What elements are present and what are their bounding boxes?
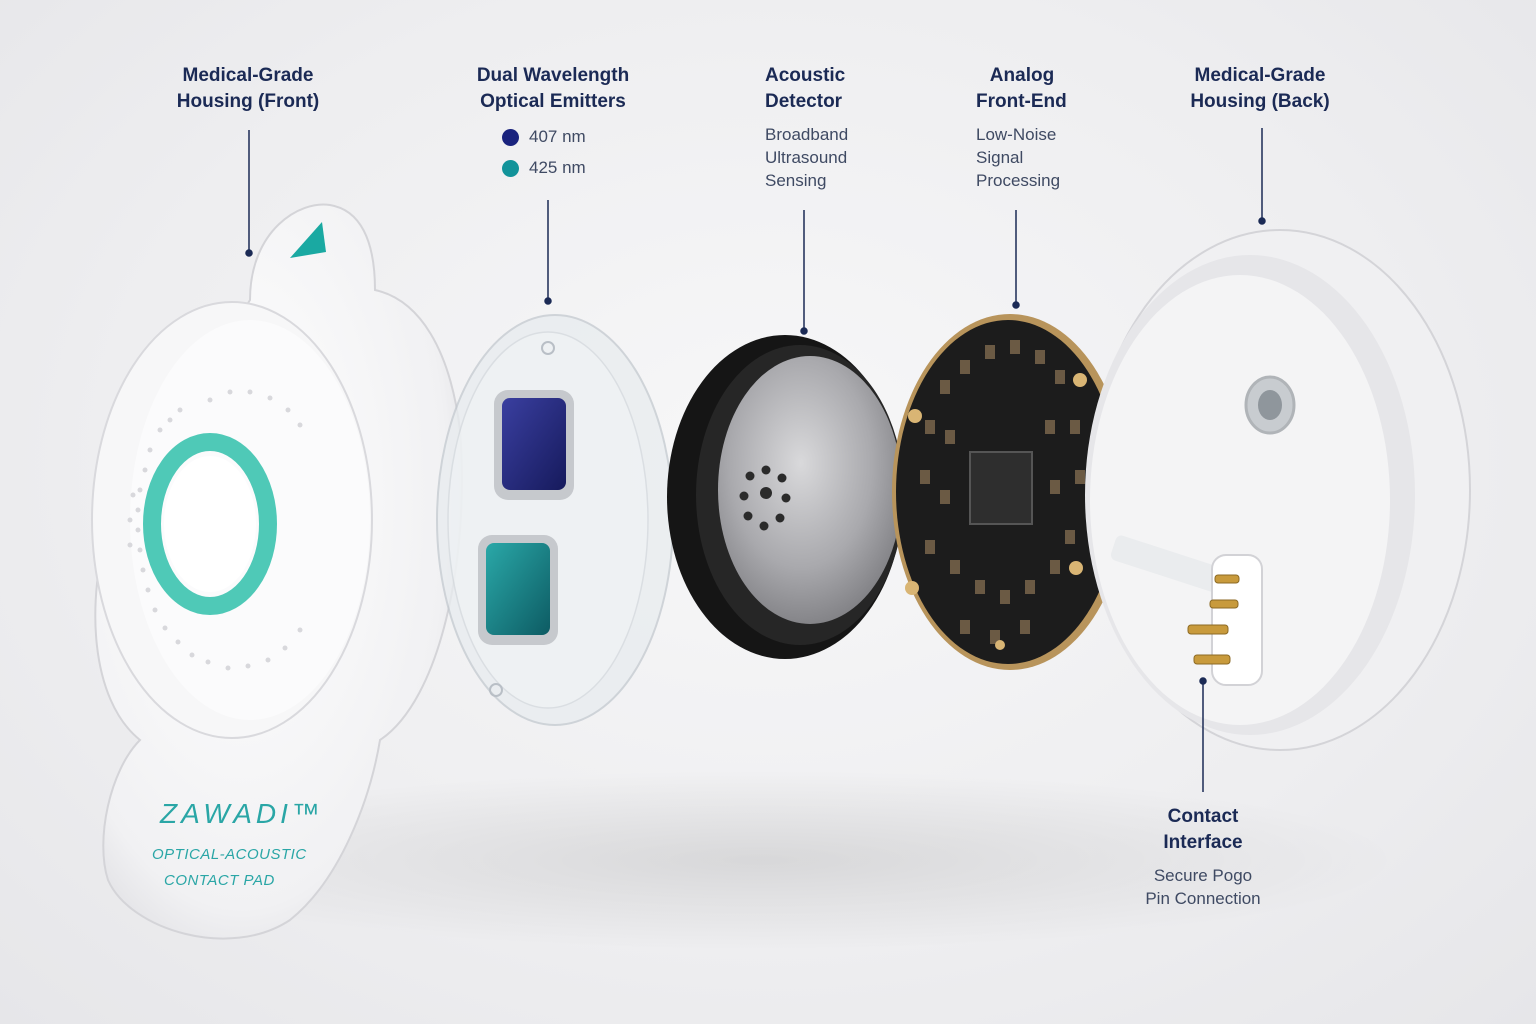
label-housing-back: Medical-Grade Housing (Back)	[1160, 63, 1360, 115]
label-housing-front-line1: Medical-Grade	[182, 65, 314, 86]
label-contact-line1: Contact	[1167, 806, 1239, 827]
label-afe-desc-3: Processing	[976, 171, 1061, 190]
leader-lines	[245, 128, 1266, 792]
pogo-pin-block	[1211, 554, 1263, 686]
label-afe-line2: Front-End	[976, 91, 1067, 112]
label-optical-emitters-line1: Dual Wavelength	[476, 65, 630, 86]
device-brand: ZAWADI™	[160, 798, 324, 829]
processor-chip	[969, 451, 1033, 525]
orientation-triangle-icon	[290, 222, 326, 258]
wavelength-425: 425 nm	[502, 158, 586, 178]
label-afe-line1: Analog	[989, 65, 1055, 86]
back-housing	[1085, 229, 1471, 751]
label-contact-line2: Interface	[1163, 832, 1243, 853]
wavelength-425-label: 425 nm	[529, 158, 586, 177]
label-housing-back-line2: Housing (Back)	[1190, 91, 1330, 112]
acoustic-detector	[667, 335, 904, 659]
teal-sensor-ring	[143, 433, 277, 615]
label-acoustic-desc-3: Sensing	[765, 171, 827, 190]
device-tagline-2: CONTACT PAD	[164, 872, 275, 889]
label-contact-desc-2: Pin Connection	[1145, 889, 1261, 908]
label-optical-emitters-line2: Optical Emitters	[480, 91, 626, 112]
optical-emitter-module	[436, 314, 674, 726]
wavelength-407-label: 407 nm	[529, 127, 586, 146]
label-acoustic-line1: Acoustic	[765, 65, 846, 86]
pogo-pins	[1187, 574, 1240, 665]
wavelength-407-dot	[502, 128, 519, 146]
wavelength-425-dot	[502, 159, 519, 177]
label-acoustic-desc-1: Broadband	[765, 125, 849, 144]
label-acoustic-line2: Detector	[765, 91, 843, 112]
label-acoustic-detector: Acoustic Detector Broadband Ultrasound S…	[765, 63, 905, 192]
label-housing-back-line1: Medical-Grade	[1194, 65, 1326, 86]
label-analog-front-end: Analog Front-End Low-Noise Signal Proces…	[976, 63, 1116, 192]
label-contact-desc-1: Secure Pogo	[1153, 866, 1253, 885]
device-tagline-1: OPTICAL-ACOUSTIC	[152, 846, 307, 863]
acoustic-port-holes	[739, 465, 791, 531]
analog-front-end-pcb	[892, 314, 1128, 670]
label-afe-desc-2: Signal	[976, 148, 1024, 167]
front-housing	[91, 203, 463, 940]
wavelength-407: 407 nm	[502, 127, 586, 147]
label-housing-front: Medical-Grade Housing (Front)	[148, 63, 348, 115]
smd-components	[920, 340, 1085, 644]
label-optical-emitters: Dual Wavelength Optical Emitters	[448, 63, 658, 115]
label-afe-desc-1: Low-Noise	[976, 125, 1057, 144]
label-contact-interface: Contact Interface Secure Pogo Pin Connec…	[1123, 804, 1283, 910]
floor-shadow	[120, 770, 1400, 950]
label-housing-front-line2: Housing (Front)	[176, 91, 320, 112]
label-acoustic-desc-2: Ultrasound	[765, 148, 848, 167]
perforation-holes	[127, 389, 303, 671]
